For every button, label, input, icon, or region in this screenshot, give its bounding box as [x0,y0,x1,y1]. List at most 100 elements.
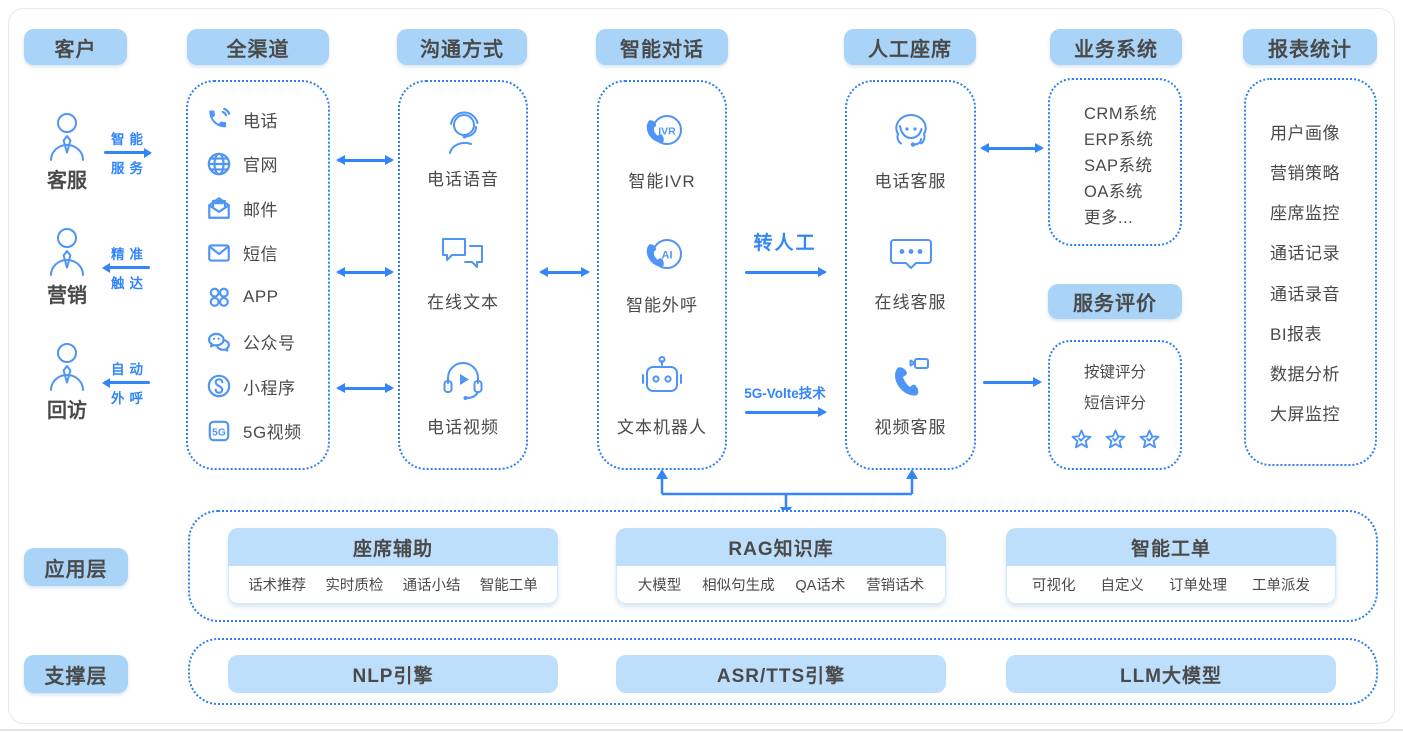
header-communication: 沟通方式 [397,29,527,65]
app-card-item: 可视化 [1032,578,1076,594]
flow-label-bottom: 触达 [111,275,148,291]
report-stats-item: 数据分析 [1270,364,1340,384]
support-pill-llm: LLM大模型 [1006,655,1336,693]
channel-label: 短信 [243,245,278,265]
app-card-smart-ticket: 智能工单 可视化 自定义 订单处理 工单派发 [1006,528,1336,604]
app-card-item: 营销话术 [866,578,925,594]
app-card-item: 订单处理 [1169,578,1227,594]
ai-dialogue-box: IVR 智能IVR AI 智能外呼 文本机器人 [597,80,727,470]
app-card-title: 座席辅助 [352,538,433,560]
channel-item-sms: 短信 [205,239,328,266]
ai-badge-text: AI [662,250,673,262]
report-stats-item: 用户画像 [1270,124,1340,144]
ai-dialogue-label: 文本机器人 [617,418,707,437]
agent-item-online: 在线客服 [875,233,947,313]
flow-label-callback: 自动 外呼 [104,358,150,407]
header-service-rating-label: 服务评价 [1073,293,1157,315]
person-icon [46,112,88,162]
business-system-item: ERP系统 [1084,131,1154,149]
customer-callback-person: 回访 [46,342,88,423]
star-check-icon [1138,428,1161,451]
header-human-agent: 人工座席 [844,29,976,65]
ai-item-outbound: AI 智能外呼 [626,232,698,316]
business-system-item: CRM系统 [1084,105,1158,123]
customer-row-label: 客服 [47,170,87,192]
flow-label-top: 自动 [111,362,148,378]
human-agent-label: 电话客服 [874,172,947,191]
channel-item-website: 官网 [205,150,328,177]
app-card-item: 大模型 [637,578,682,594]
app-grid-icon [205,284,232,311]
channel-label: 5G视频 [243,423,302,443]
channel-label: 官网 [243,156,278,176]
header-customer-label: 客户 [54,38,97,61]
header-communication-label: 沟通方式 [420,38,504,61]
customer-row-label: 回访 [47,400,87,422]
person-icon [46,227,88,277]
ai-item-text-robot: 文本机器人 [617,356,707,438]
channel-item-official-account: 公众号 [205,328,328,355]
flow-label-service: 智能 服务 [104,128,150,177]
header-application-layer-label: 应用层 [44,558,108,581]
communication-label: 电话语音 [427,170,499,189]
left-arrow-icon [104,381,150,384]
report-stats-item: 座席监控 [1270,204,1340,224]
app-card-item: 自定义 [1100,578,1145,594]
app-card-item: 相似句生成 [702,578,775,594]
bottom-divider [0,729,1403,731]
ai-dialogue-label: 智能外呼 [626,296,698,315]
female-agent-icon [885,108,937,158]
human-agent-label: 视频客服 [874,418,947,437]
business-system-box: CRM系统 ERP系统 SAP系统 OA系统 更多... [1048,78,1182,246]
phone-camera-icon [885,354,937,404]
support-pill-label: NLP引擎 [352,665,434,687]
customer-row-marketing: 营销 精准 触达 [46,227,150,308]
report-stats-box: 用户画像 营销策略 座席监控 通话记录 通话录音 BI报表 数据分析 大屏监控 [1244,78,1377,466]
right-arrow-icon [983,381,1040,384]
communication-label: 电话视频 [427,418,499,437]
channel-label: 电话 [243,111,278,131]
right-arrow-icon [745,411,825,414]
app-card-item: 话术推荐 [248,578,307,594]
header-service-rating: 服务评价 [1048,284,1182,319]
header-ai-dialogue: 智能对话 [596,29,728,65]
star-check-icon [1070,428,1093,451]
flow-label-bottom: 外呼 [111,390,148,406]
mail-icon [205,239,232,266]
header-application-layer: 应用层 [24,548,128,586]
app-card-rag-kb: RAG知识库 大模型 相似句生成 QA话术 营销话术 [616,528,946,604]
miniprogram-icon [205,373,232,400]
rating-item: 短信评分 [1083,394,1146,412]
app-card-title: RAG知识库 [728,538,834,560]
double-arrow-icon [338,159,392,162]
flow-label-top: 精准 [111,247,148,263]
app-card-title: 智能工单 [1130,538,1211,560]
double-arrow-icon [982,147,1042,150]
communication-item-video: 电话视频 [427,356,499,438]
channel-item-app: APP [205,284,328,311]
header-report-stats: 报表统计 [1243,29,1377,65]
phone-ivr-icon: IVR [636,108,688,158]
human-agent-label: 在线客服 [874,293,947,312]
omnichannel-box: 电话 官网 邮件 短信 APP 公众号 小程序 5G 5G视频 [186,80,330,470]
report-stats-item: 营销策略 [1270,164,1340,184]
header-customer: 客户 [24,29,127,65]
double-arrow-icon [338,271,392,274]
customer-row-callback: 回访 自动 外呼 [46,342,150,423]
communication-label: 在线文本 [427,293,499,312]
communication-box: 电话语音 在线文本 电话视频 [398,80,528,470]
header-ai-dialogue-label: 智能对话 [620,38,704,61]
header-support-layer: 支撑层 [24,655,128,693]
support-pill-label: ASR/TTS引擎 [716,665,846,687]
header-business-system-label: 业务系统 [1074,38,1158,61]
report-stats-item: 通话记录 [1270,244,1340,264]
header-omnichannel: 全渠道 [187,29,329,65]
customer-row-label: 营销 [47,285,87,307]
robot-icon [636,356,688,404]
business-system-item: OA系统 [1084,183,1143,201]
app-card-item: 智能工单 [479,578,538,594]
person-icon [46,342,88,392]
headset-play-icon [438,356,488,404]
channel-label: 小程序 [243,378,296,398]
channel-item-email: 邮件 [205,195,328,222]
